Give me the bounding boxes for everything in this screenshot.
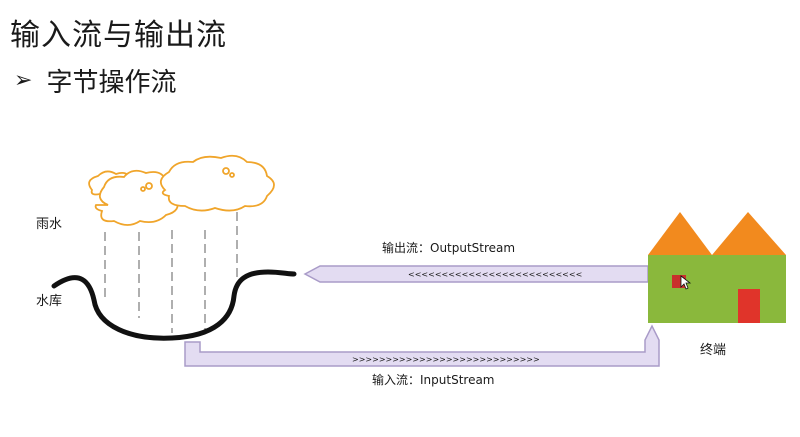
reservoir-curve [51, 269, 297, 341]
output-stream-label: 输出流：OutputStream [382, 240, 515, 255]
rain-lines [104, 212, 238, 333]
rain-label: 雨水 [36, 217, 62, 232]
terminal-house-icon [648, 212, 786, 323]
slide-title: 输入流与输出流 [10, 18, 227, 53]
bullet-item: ➢ 字节操作流 [14, 62, 176, 99]
mouse-cursor-icon [680, 275, 692, 290]
terminal-label: 终端 [700, 342, 726, 358]
cloud-icon [88, 154, 275, 226]
input-stream-arrows: >>>>>>>>>>>>>>>>>>>>>>>>>>>> [352, 355, 540, 364]
output-stream-arrows: <<<<<<<<<<<<<<<<<<<<<<<<<< [408, 270, 582, 279]
bullet-text: 字节操作流 [46, 68, 177, 98]
reservoir-label: 水库 [36, 293, 62, 309]
bullet-arrow-icon: ➢ [14, 68, 33, 93]
input-stream-label: 输入流：InputStream [372, 372, 495, 387]
input-stream-pipe [184, 324, 660, 367]
